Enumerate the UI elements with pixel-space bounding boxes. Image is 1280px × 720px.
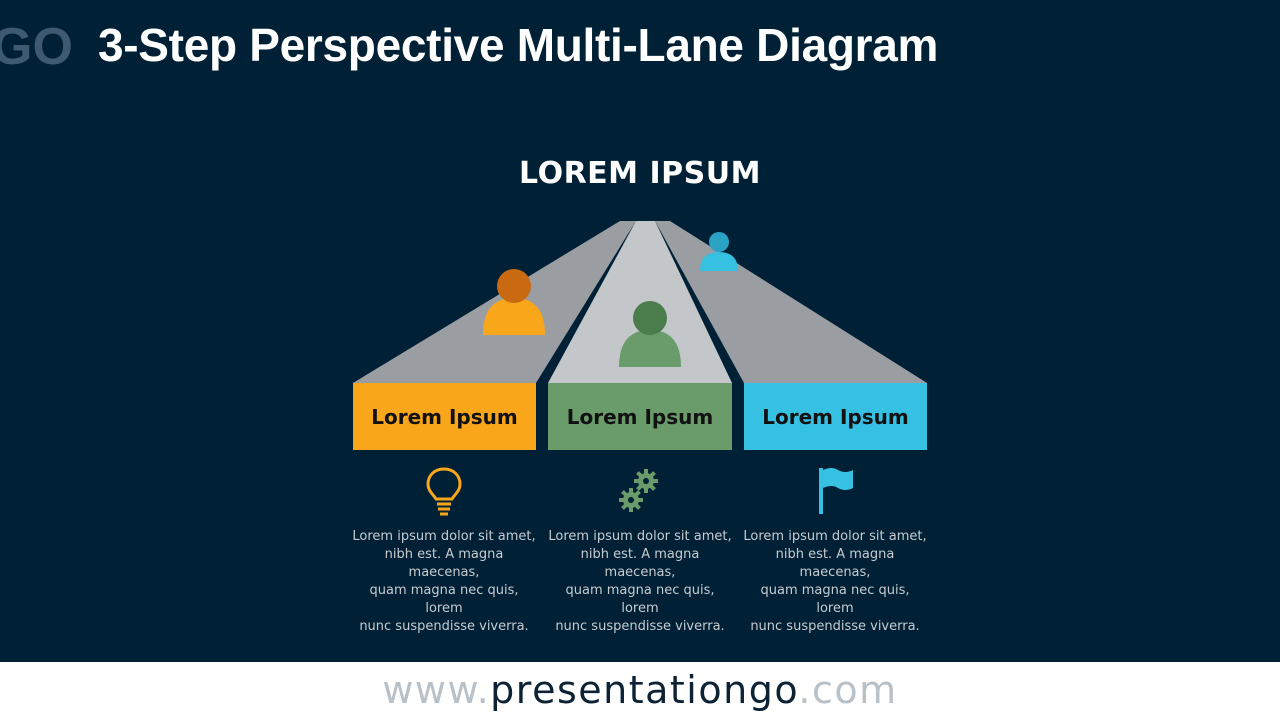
page-title: 3-Step Perspective Multi-Lane Diagram (98, 19, 939, 71)
logo-icon: GO (0, 18, 73, 74)
footer: www.presentationgo.com (0, 662, 1280, 720)
lane-center (548, 221, 732, 383)
step-2-description: Lorem ipsum dolor sit amet, nibh est. A … (548, 529, 732, 634)
perspective-lanes (353, 221, 927, 383)
lane-left (353, 221, 636, 383)
footer-url[interactable]: www.presentationgo.com (0, 668, 1280, 712)
step-1-box: Lorem Ipsum (353, 383, 536, 450)
step-2-box: Lorem Ipsum (548, 383, 732, 450)
footer-url-suffix: .com (798, 668, 898, 712)
person-orange-icon (483, 269, 545, 335)
svg-text:GO: GO (0, 18, 73, 74)
person-blue-icon (700, 232, 738, 271)
flag-icon (819, 468, 853, 514)
step-1-description: Lorem ipsum dolor sit amet, nibh est. A … (352, 529, 536, 634)
step-3-box: Lorem Ipsum (744, 383, 927, 450)
step-3-description: Lorem ipsum dolor sit amet, nibh est. A … (743, 529, 927, 634)
slide-background: GO 3-Step Perspective Multi-Lane Diagram… (0, 0, 1280, 662)
lightbulb-icon (426, 467, 462, 516)
gears-icon (619, 469, 658, 512)
diagram-title: LOREM IPSUM (519, 156, 761, 191)
footer-url-brand: presentationgo (490, 668, 799, 712)
footer-url-prefix: www. (382, 668, 491, 712)
person-green-icon (619, 301, 681, 367)
